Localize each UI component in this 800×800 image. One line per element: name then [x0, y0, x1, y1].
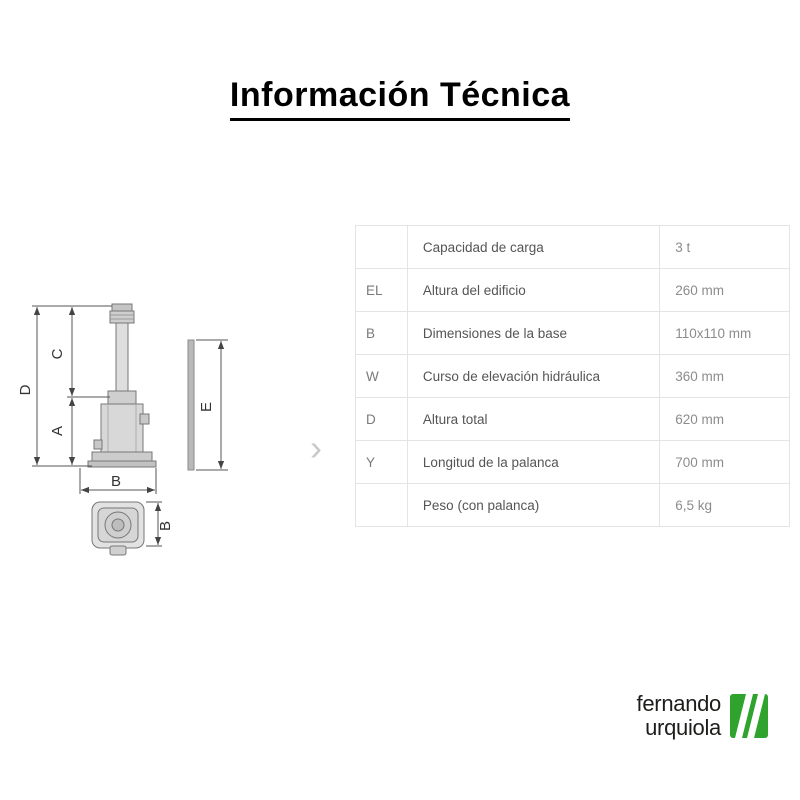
spec-label: Capacidad de carga	[406, 225, 661, 269]
logo-text-line1: fernando	[636, 691, 722, 716]
table-row: EL Altura del edificio 260 mm	[355, 268, 790, 312]
spec-label: Curso de elevación hidráulica	[406, 354, 661, 398]
spec-value: 700 mm	[659, 440, 790, 484]
spec-value: 110x110 mm	[659, 311, 790, 355]
dim-label-base-depth: B	[157, 521, 174, 531]
lever-bar	[187, 339, 195, 471]
spec-value: 3 t	[659, 225, 790, 269]
brand-logo: fernando urquiola	[637, 692, 768, 740]
spec-code: EL	[355, 268, 408, 312]
spec-code: W	[355, 354, 408, 398]
jack-top-view	[91, 501, 145, 556]
spec-label: Dimensiones de la base	[406, 311, 661, 355]
page-title: Información Técnica	[0, 76, 800, 121]
jack-diagram-svg: D C A E B B	[17, 303, 228, 556]
dim-label-base-width: B	[111, 473, 121, 490]
table-row: Peso (con palanca) 6,5 kg	[355, 483, 790, 527]
spec-table: Capacidad de carga 3 t EL Altura del edi…	[355, 225, 790, 527]
spec-value: 360 mm	[659, 354, 790, 398]
table-row: Capacidad de carga 3 t	[355, 225, 790, 269]
dim-label-lower: A	[49, 426, 66, 436]
spec-value: 6,5 kg	[659, 483, 790, 527]
spec-code: D	[355, 397, 408, 441]
spec-label: Altura del edificio	[406, 268, 661, 312]
spec-code	[355, 225, 408, 269]
jack-side-view	[87, 303, 157, 468]
logo-mark-icon	[730, 693, 768, 738]
spec-label: Peso (con palanca)	[406, 483, 661, 527]
spec-code	[355, 483, 408, 527]
table-row: B Dimensiones de la base 110x110 mm	[355, 311, 790, 355]
spec-code: B	[355, 311, 408, 355]
table-row: Y Longitud de la palanca 700 mm	[355, 440, 790, 484]
spec-label: Longitud de la palanca	[406, 440, 661, 484]
table-row: W Curso de elevación hidráulica 360 mm	[355, 354, 790, 398]
dim-label-upper: C	[49, 348, 66, 359]
spec-value: 260 mm	[659, 268, 790, 312]
dim-label-lever: E	[198, 402, 215, 412]
logo-text: fernando urquiola	[636, 691, 722, 740]
dimension-lines	[32, 305, 228, 547]
page-title-text: Información Técnica	[229, 76, 571, 121]
jack-diagram: D C A E B B	[17, 290, 340, 580]
logo-text-line2: urquiola	[645, 714, 721, 740]
dim-label-total-height: D	[20, 384, 34, 395]
spec-label: Altura total	[406, 397, 661, 441]
table-row: D Altura total 620 mm	[355, 397, 790, 441]
carousel-next-button[interactable]: ›	[310, 427, 322, 468]
spec-value: 620 mm	[659, 397, 790, 441]
spec-code: Y	[355, 440, 408, 484]
